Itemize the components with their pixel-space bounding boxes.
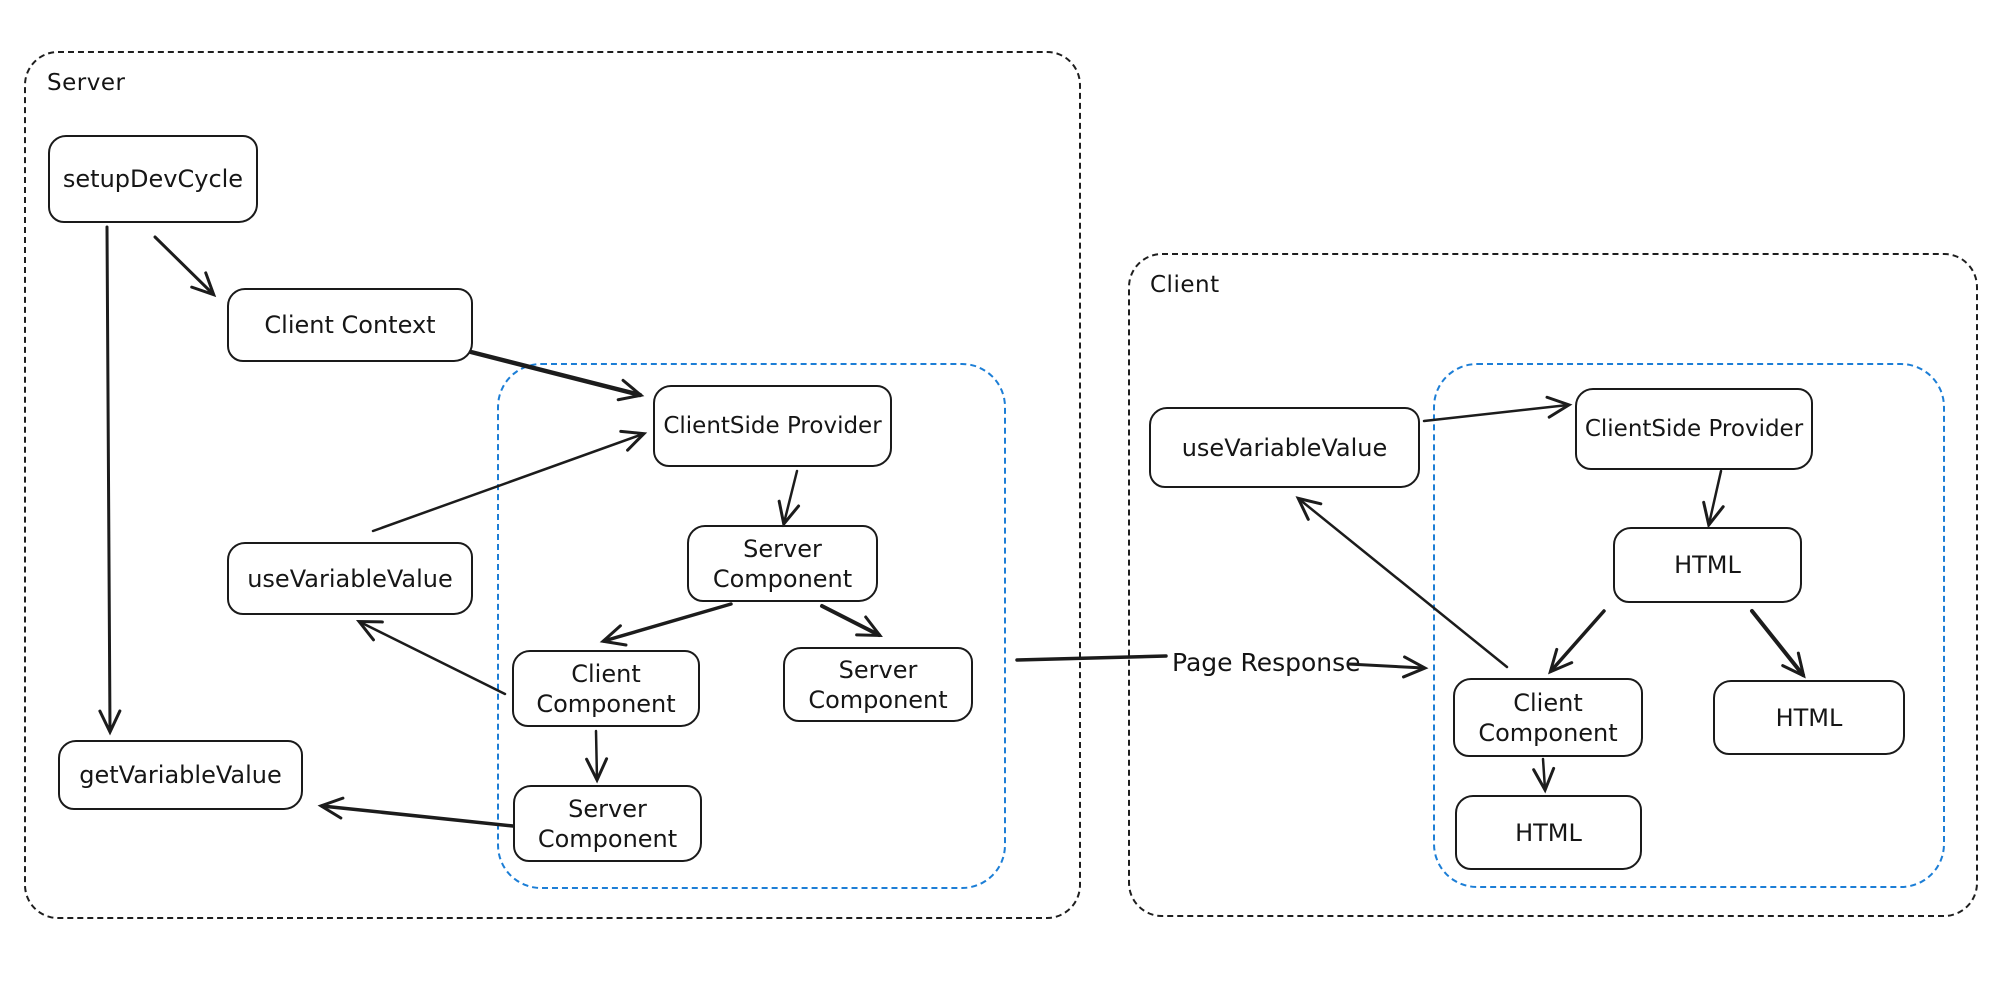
node-get-variable-value: getVariableValue [58,740,303,810]
node-client-context: Client Context [227,288,473,362]
client-group-label: Client [1150,272,1220,298]
node-label: Client Component [1478,688,1618,747]
node-label: useVariableValue [1181,433,1388,462]
node-label: Server Component [537,794,678,853]
node-label: Server Component [808,655,948,714]
node-label: HTML [1515,818,1582,847]
node-client-use-variable-value: useVariableValue [1149,407,1420,488]
node-label: Client Context [264,311,436,339]
node-label: getVariableValue [79,761,282,789]
node-server-client-component: Client Component [512,650,700,727]
client-group-box [1128,253,1978,917]
server-group-box [24,51,1081,919]
node-client-html-bottom: HTML [1455,795,1642,870]
node-server-component-bottom: Server Component [513,785,702,862]
page-response-label: Page Response [1168,648,1365,677]
node-server-clientside-provider: ClientSide Provider [653,385,892,467]
node-label: HTML [1674,551,1741,579]
node-setup-devcycle: setupDevCycle [48,135,258,223]
node-server-use-variable-value: useVariableValue [227,542,473,615]
node-label: useVariableValue [247,564,453,593]
node-server-component-mid: Server Component [687,525,878,602]
server-group-label: Server [47,70,126,96]
node-client-html-right: HTML [1713,680,1905,755]
node-client-client-component: Client Component [1453,678,1643,757]
node-label: HTML [1775,703,1843,732]
node-server-component-right: Server Component [783,647,973,722]
node-label: setupDevCycle [62,165,244,193]
node-label: ClientSide Provider [663,412,882,439]
node-label: Client Component [536,659,676,718]
node-label: Server Component [712,534,853,593]
node-client-clientside-provider: ClientSide Provider [1575,388,1813,470]
node-client-html-top: HTML [1613,527,1802,603]
node-label: ClientSide Provider [1584,415,1804,442]
